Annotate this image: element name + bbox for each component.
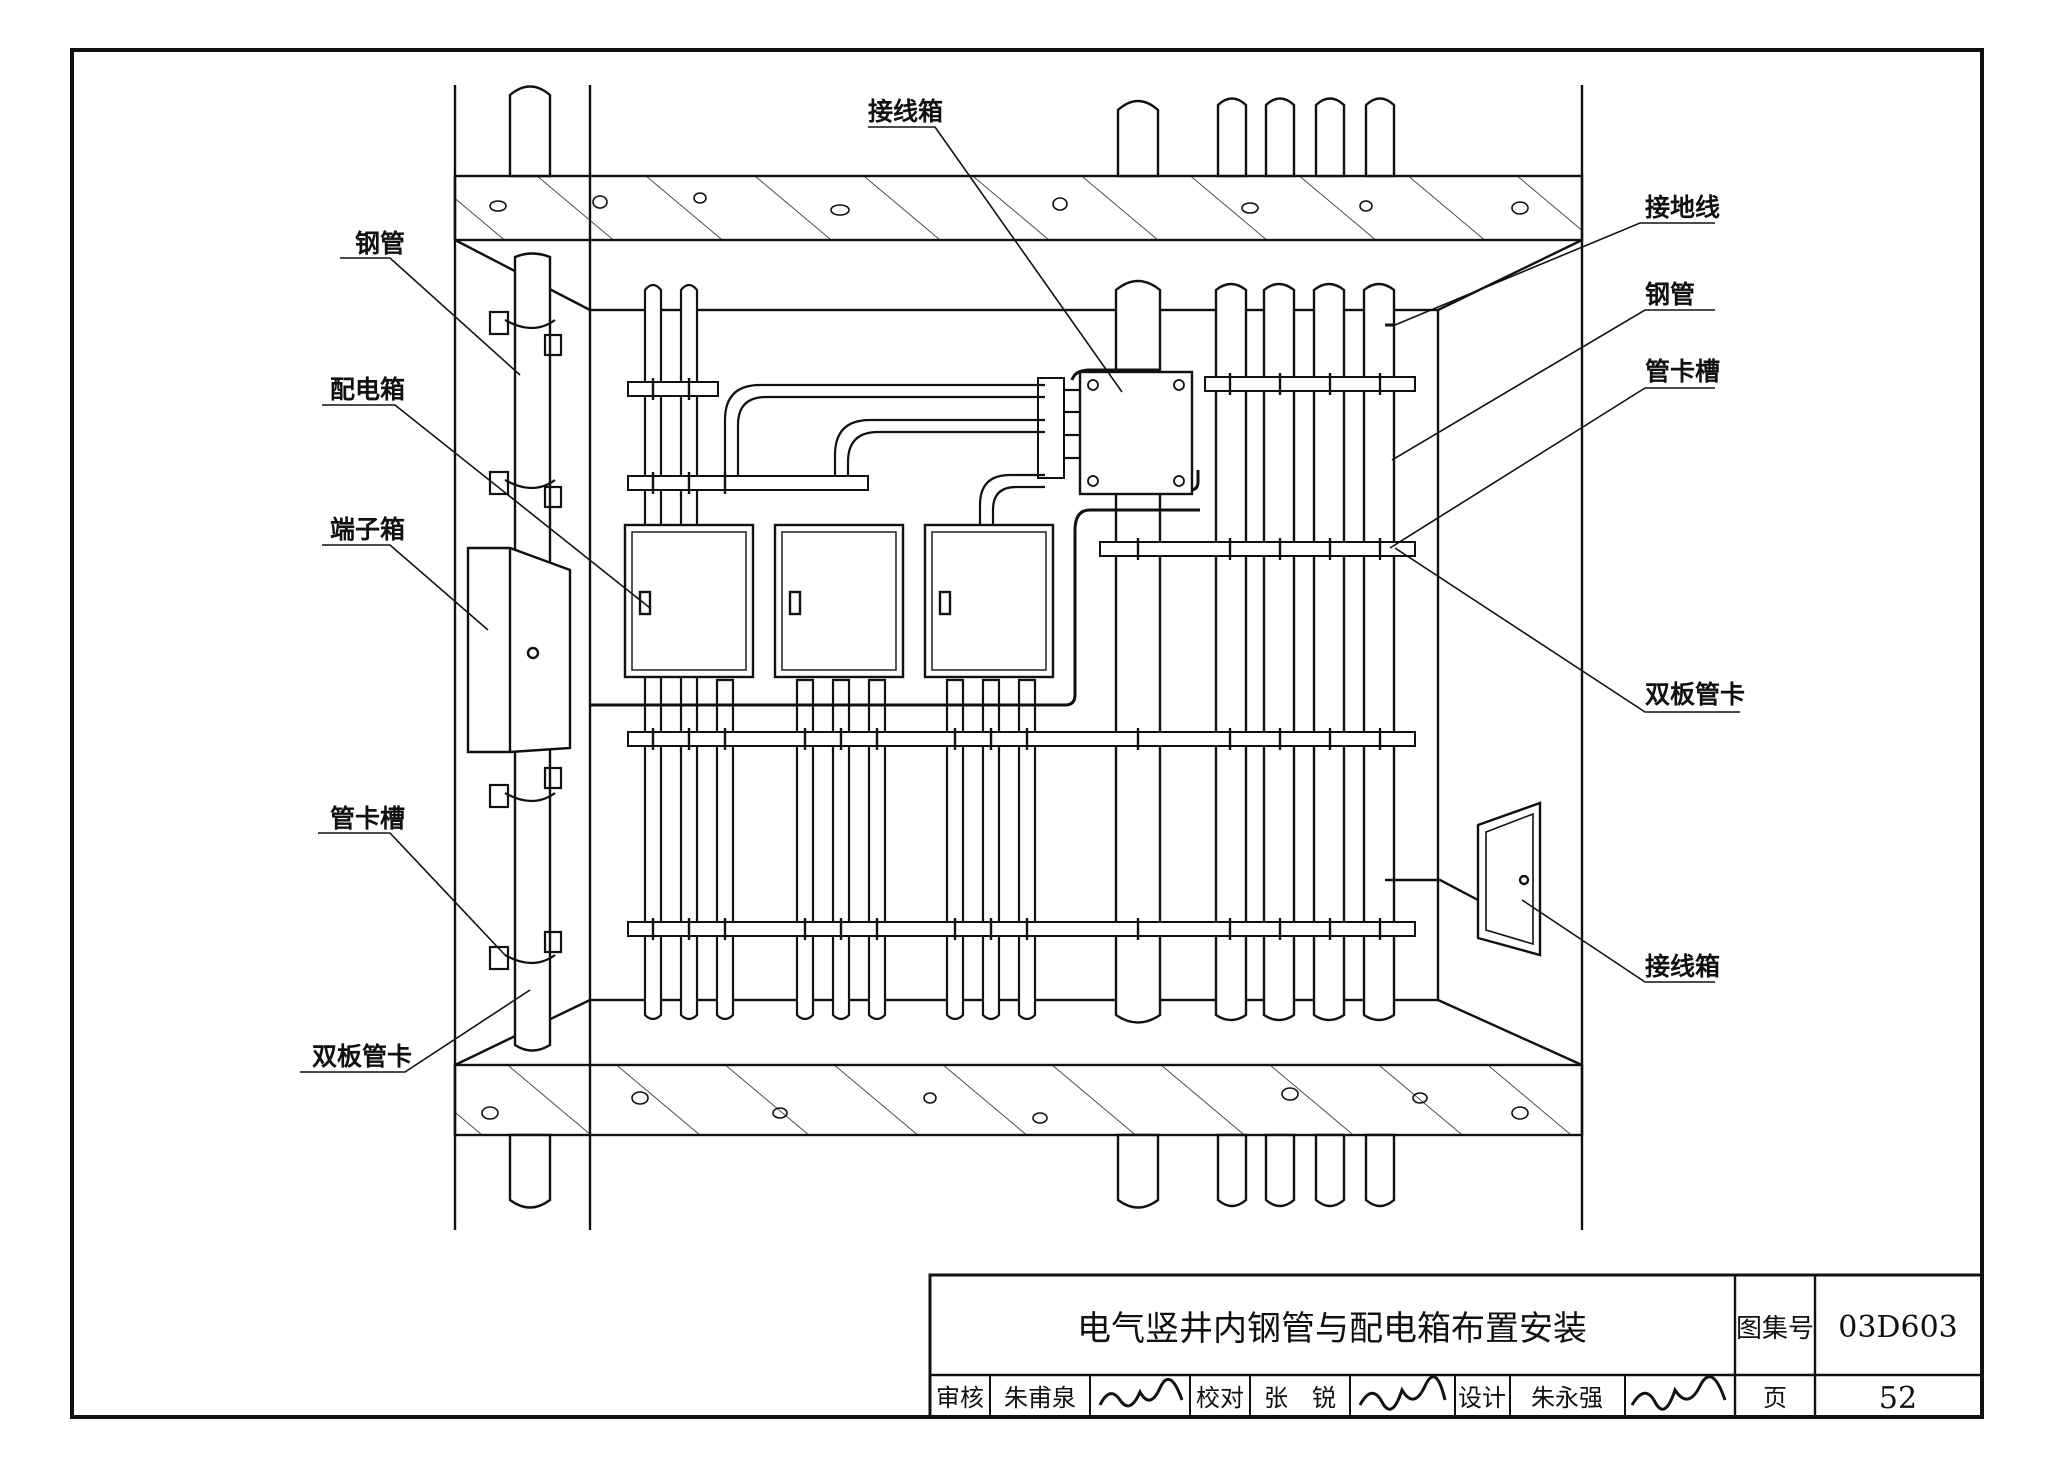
label-clamp-channel-left: 管卡槽: [330, 804, 405, 833]
label-steel-pipe-right: 钢管: [1645, 280, 1695, 309]
feeder-conduits: [723, 383, 1080, 530]
label-junction-box-top: 接线箱: [868, 97, 943, 126]
review-label: 审核: [936, 1384, 984, 1412]
label-junction-box-bottom: 接线箱: [1645, 952, 1720, 981]
label-distribution-box: 配电箱: [330, 375, 405, 404]
terminal-box: [466, 546, 572, 754]
designer-name: 朱永强: [1531, 1384, 1603, 1412]
top-floor-slab: [453, 174, 1584, 242]
left-pipe-clamps: [488, 310, 563, 971]
drawing-title: 电气竖井内钢管与配电箱布置安装: [1077, 1309, 1587, 1349]
junction-box-top: [1078, 370, 1194, 496]
label-terminal-box: 端子箱: [330, 515, 405, 544]
junction-box-bottom: [1385, 801, 1542, 957]
check-label: 校对: [1196, 1384, 1244, 1412]
page-number: 52: [1879, 1381, 1917, 1416]
leader-lines: [300, 126, 1740, 1073]
riser-pipes-right: [1114, 97, 1396, 1209]
label-double-plate-clamp-left: 双板管卡: [312, 1042, 412, 1071]
label-grounding-wire: 接地线: [1645, 193, 1720, 222]
label-steel-pipe-left: 钢管: [355, 229, 405, 258]
reviewer-name: 朱甫泉: [1004, 1384, 1076, 1412]
label-clamp-channel-right: 管卡槽: [1645, 357, 1720, 386]
bottom-floor-slab: [453, 1063, 1584, 1137]
checker-signature: [1358, 1375, 1447, 1411]
designer-signature: [1630, 1375, 1727, 1411]
design-label: 设计: [1458, 1384, 1506, 1412]
distribution-boxes: [623, 523, 1055, 679]
label-double-plate-clamp-right: 双板管卡: [1645, 680, 1745, 709]
title-block: [928, 1273, 1984, 1419]
page-label: 页: [1763, 1384, 1787, 1412]
atlas-label: 图集号: [1736, 1314, 1814, 1344]
atlas-number: 03D603: [1838, 1310, 1958, 1345]
clamp-marks: [651, 373, 1382, 940]
checker-name: 张 锐: [1264, 1384, 1336, 1412]
reviewer-signature: [1098, 1377, 1184, 1408]
